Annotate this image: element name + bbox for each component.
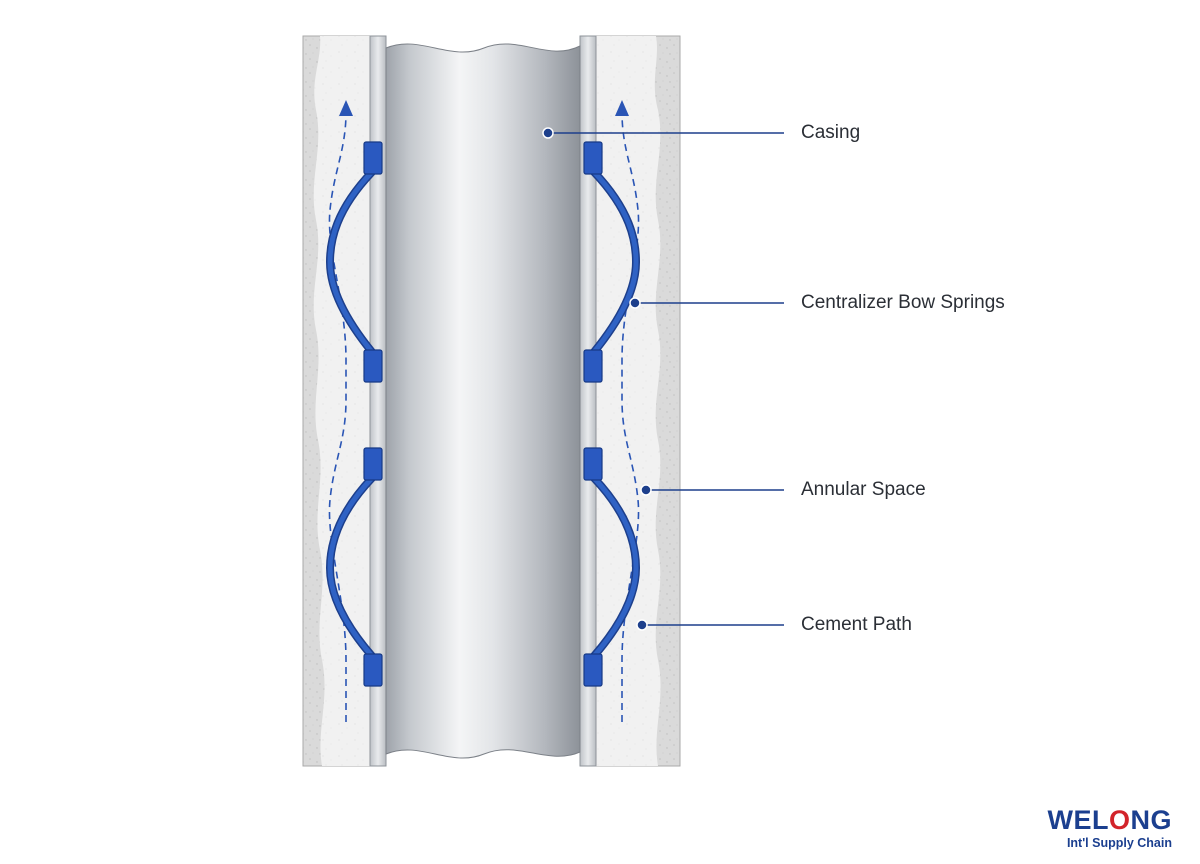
collar-right-3 <box>583 447 603 481</box>
cement-path-right <box>621 111 640 722</box>
logo-wordmark: WELONG <box>1047 807 1172 834</box>
cement-path-left <box>328 111 347 722</box>
casing-dot <box>542 127 554 139</box>
annular-space-dot <box>640 484 652 496</box>
annulus-left <box>313 36 370 766</box>
cement-path-dot <box>636 619 648 631</box>
collar-left-3 <box>363 447 383 481</box>
casing-pipe <box>385 43 581 759</box>
up-arrow-icon <box>339 100 353 116</box>
logo-word-part2: O <box>1108 805 1131 835</box>
up-arrow-icon <box>615 100 629 116</box>
logo-word-part3: NG <box>1130 805 1172 835</box>
callouts <box>542 127 784 631</box>
logo-word-part1: WEL <box>1047 805 1109 835</box>
collar-left-2 <box>363 349 383 383</box>
annulus-right <box>596 36 661 766</box>
label-centralizer-bow-springs: Centralizer Bow Springs <box>801 292 1005 313</box>
collar-left-4 <box>363 653 383 687</box>
collar-left-1 <box>363 141 383 175</box>
bow-springs-dot <box>629 297 641 309</box>
logo-subtitle: Int'l Supply Chain <box>1066 836 1172 850</box>
collar-right-1 <box>583 141 603 175</box>
label-cement-path: Cement Path <box>801 614 912 635</box>
collar-right-2 <box>583 349 603 383</box>
label-casing: Casing <box>801 122 861 143</box>
welong-logo-icon: WELONG Int'l Supply Chain <box>1047 807 1172 851</box>
label-annular-space: Annular Space <box>801 479 926 500</box>
collar-blocks <box>363 141 603 687</box>
collar-right-4 <box>583 653 603 687</box>
